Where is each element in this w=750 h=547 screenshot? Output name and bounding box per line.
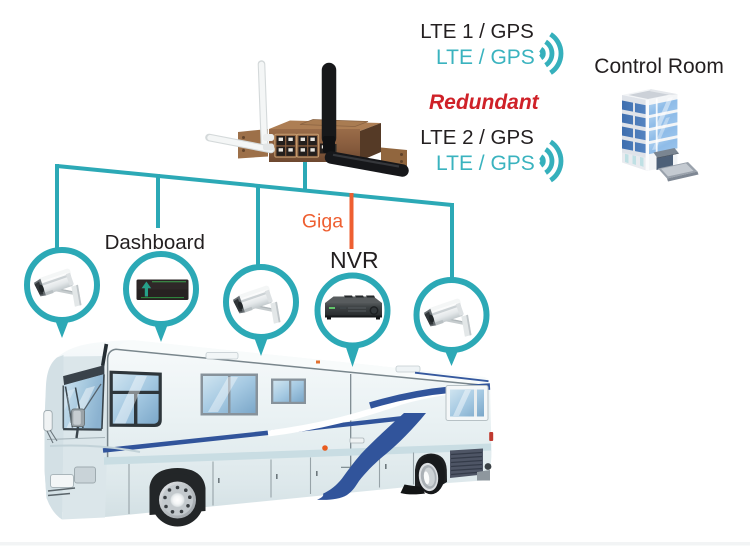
svg-text:NVR: NVR: [330, 247, 379, 273]
svg-text:LTE / GPS: LTE / GPS: [436, 152, 535, 175]
svg-text:Control Room: Control Room: [594, 55, 724, 78]
svg-text:LTE 2 / GPS: LTE 2 / GPS: [420, 126, 534, 149]
svg-text:LTE 1 / GPS: LTE 1 / GPS: [420, 20, 534, 43]
svg-text:Redundant: Redundant: [429, 91, 540, 114]
svg-text:Giga: Giga: [302, 211, 343, 233]
svg-text:Dashboard: Dashboard: [105, 231, 205, 254]
svg-text:LTE / GPS: LTE / GPS: [436, 46, 535, 69]
